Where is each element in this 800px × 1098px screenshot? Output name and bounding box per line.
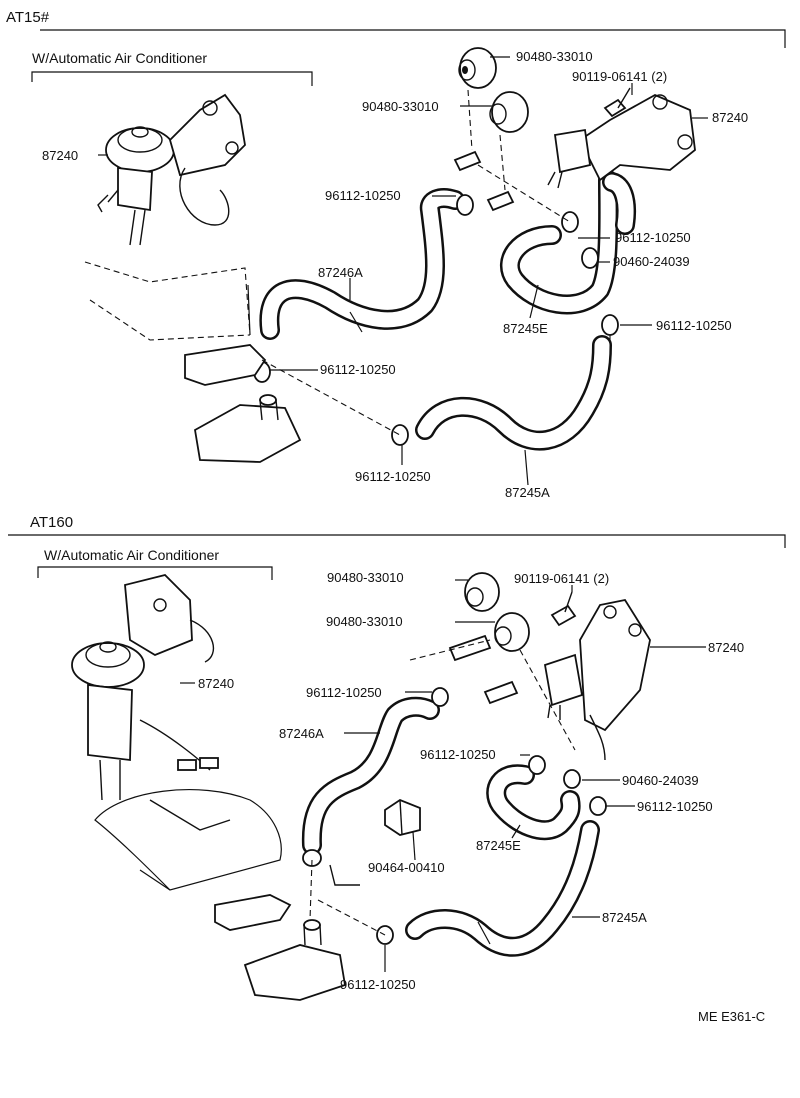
part-label-clamp-at160: 90460-24039 — [622, 773, 699, 788]
part-label-hose-87246a-at15: 87246A — [318, 265, 363, 280]
diagram-code: ME E361-C — [698, 1009, 765, 1024]
hose-87246a-at160 — [301, 696, 440, 855]
clip-c-at15 — [601, 314, 619, 336]
part-label-clip-a-at15: 96112-10250 — [325, 188, 401, 203]
hose-87245e-at15 — [500, 170, 637, 315]
part-label-clamp-at15: 90460-24039 — [613, 254, 690, 269]
stud-a-at160 — [448, 634, 492, 662]
clamp-at160 — [563, 769, 581, 789]
part-label-clip-c-at15: 96112-10250 — [656, 318, 732, 333]
part-label-clip-e-at15: 96112-10250 — [355, 469, 431, 484]
stud-b-at160 — [483, 680, 519, 705]
option-label-at15: W/Automatic Air Conditioner — [32, 50, 207, 66]
clip-a-at15 — [456, 194, 474, 216]
part-label-valve-left-at15: 87240 — [42, 148, 78, 163]
grommet-lower-at15 — [489, 91, 529, 133]
part-label-hose-87246a-at160: 87246A — [279, 726, 324, 741]
part-label-bolt-at160: 90119-06141 (2) — [514, 571, 609, 586]
vsv-valve-left-at15 — [97, 93, 246, 246]
part-label-hose-87245e-at160: 87245E — [476, 838, 521, 853]
hose-87245a-at15 — [415, 335, 612, 451]
part-label-clip-a-at160: 96112-10250 — [306, 685, 382, 700]
clip-b-at15 — [561, 211, 579, 233]
clip-c-at160 — [589, 796, 607, 816]
bracket-at160 — [384, 798, 421, 836]
vsv-valve-right-at15 — [547, 93, 696, 189]
option-bracket-at160 — [37, 566, 273, 580]
hose-87245a-at160 — [405, 820, 600, 957]
bolt-at15 — [603, 87, 631, 118]
grommet-lower-at160 — [494, 612, 530, 652]
part-label-grommet-upper-at15: 90480-33010 — [516, 49, 593, 64]
part-label-grommet-lower-at160: 90480-33010 — [326, 614, 403, 629]
part-label-grommet-lower-at15: 90480-33010 — [362, 99, 439, 114]
section-bracket-at160 — [8, 534, 786, 548]
part-label-valve-left-at160: 87240 — [198, 676, 234, 691]
part-label-valve-right-at160: 87240 — [708, 640, 744, 655]
leader-lines-at160 — [180, 579, 706, 972]
part-label-clip-c-at160: 96112-10250 — [637, 799, 713, 814]
part-label-hose-87245a-at160: 87245A — [602, 910, 647, 925]
clip-a-at160 — [431, 687, 449, 707]
leader-lines-at15 — [98, 56, 708, 486]
stud-b-at15 — [486, 190, 515, 212]
part-label-clip-d-at15: 96112-10250 — [320, 362, 396, 377]
bolt-at160 — [550, 591, 577, 627]
part-label-clip-b-at15: 96112-10250 — [615, 230, 691, 245]
routing-dashes-at160 — [309, 639, 576, 936]
air-valve-at160 — [214, 864, 360, 1001]
part-label-bolt-at15: 90119-06141 (2) — [572, 69, 667, 84]
engine-outline-at15 — [84, 261, 251, 341]
clip-e-at15 — [391, 424, 409, 446]
part-label-hose-87245e-at15: 87245E — [503, 321, 548, 336]
stud-a-at15 — [453, 150, 482, 172]
engine-outline-at160 — [94, 788, 282, 891]
part-label-bracket-at160: 90464-00410 — [368, 860, 445, 875]
grommet-upper-at15 — [458, 47, 497, 89]
clamp-at15 — [581, 247, 599, 269]
grommet-upper-at160 — [464, 572, 500, 612]
air-valve-at15 — [184, 344, 302, 463]
part-label-clip-b-at160: 96112-10250 — [420, 747, 496, 762]
vsv-valve-right-at160 — [543, 598, 651, 761]
vsv-valve-left-at160 — [71, 574, 219, 801]
clip-b-at160 — [528, 755, 546, 775]
section-title-at15: AT15# — [6, 9, 50, 26]
hose-87245e-at160 — [486, 764, 581, 841]
section-bracket-at15 — [40, 29, 786, 48]
option-label-at160: W/Automatic Air Conditioner — [44, 547, 219, 563]
part-label-hose-87245a-at15: 87245A — [505, 485, 550, 500]
section-at15: AT15# W/Automatic Air Conditioner — [6, 9, 786, 500]
part-label-clip-d-at160: 96112-10250 — [340, 977, 416, 992]
section-at160: AT160 W/Automatic Air Conditioner — [8, 514, 786, 1001]
section-title-at160: AT160 — [30, 514, 73, 531]
option-bracket-at15 — [31, 71, 313, 86]
hose-87246a-at15 — [259, 188, 465, 340]
routing-dashes-at15 — [261, 89, 611, 436]
part-label-valve-right-at15: 87240 — [712, 110, 748, 125]
part-label-grommet-upper-at160: 90480-33010 — [327, 570, 404, 585]
